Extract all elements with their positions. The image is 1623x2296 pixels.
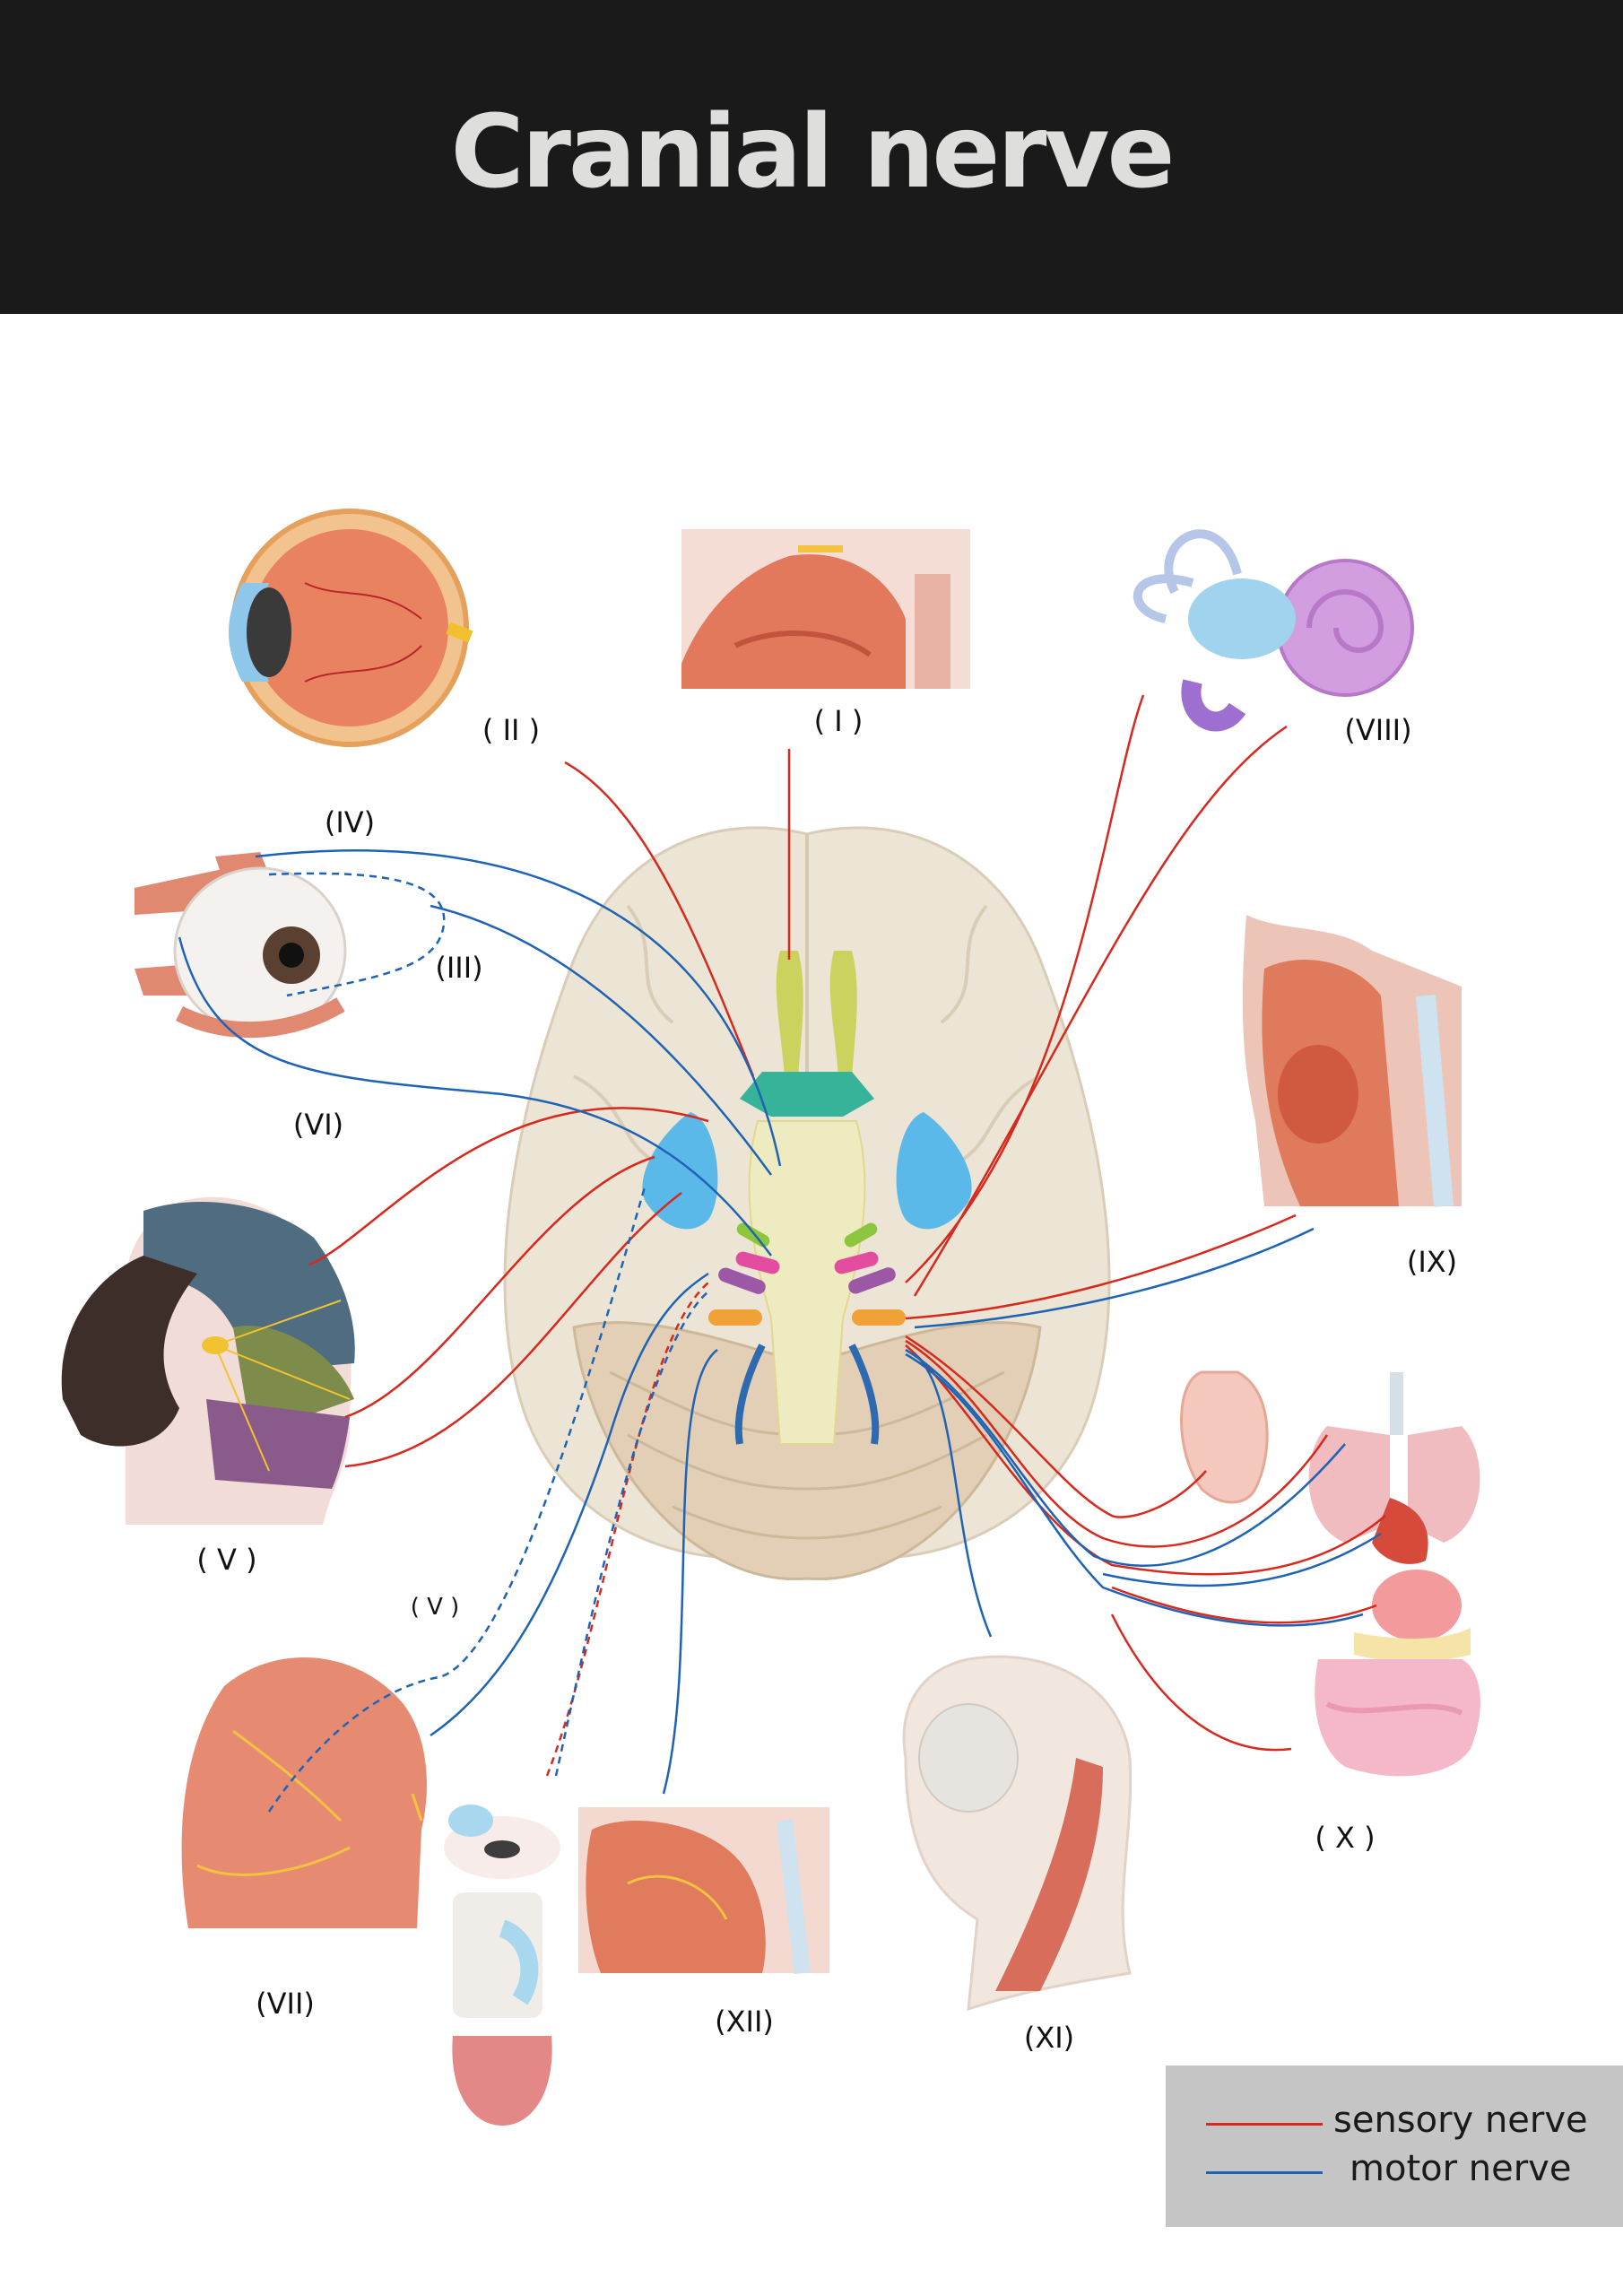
legend-sensory-swatch (1206, 2123, 1323, 2126)
nerve-path-V2 (344, 1155, 655, 1419)
nerve-path-X-motor-2 (1102, 1532, 1382, 1587)
nerve-path-X-motor-3 (905, 1352, 1364, 1627)
sensory-nerve-paths (308, 694, 1386, 1777)
label-VI: (VI) (293, 1108, 343, 1142)
nerve-path-VIII (905, 694, 1145, 1283)
nerve-path-IV (255, 849, 782, 1167)
nerve-path-X-lung (905, 1339, 1329, 1548)
nerve-path-II (564, 761, 755, 1077)
pharynx (1242, 915, 1462, 1207)
nerve-path-V3 (344, 1192, 682, 1468)
face-tongue (444, 1805, 560, 2126)
label-X: ( X ) (1315, 1821, 1375, 1855)
nerve-path-IX (905, 1213, 1297, 1320)
label-XII: (XII) (715, 2005, 774, 2039)
label-VII: (VII) (256, 1987, 315, 2021)
label-II: ( II ) (482, 713, 540, 747)
nerve-labels: ( II ) ( I ) (VIII) (IV) (III) (VI) (IX)… (196, 704, 1457, 2055)
legend: sensory nerve motor nerve (1166, 2066, 1623, 2227)
nerve-path-III-dash (268, 872, 446, 997)
label-V: ( V ) (196, 1543, 256, 1577)
ear-and-organs (1180, 1370, 1480, 1777)
neck-muscles (902, 1655, 1133, 2012)
nerve-path-V1 (308, 1107, 709, 1266)
legend-motor-label: motor nerve (1350, 2148, 1572, 2189)
inner-ear (1133, 529, 1414, 732)
nerve-path-X-ear (905, 1335, 1207, 1518)
legend-motor-swatch (1206, 2171, 1323, 2174)
tongue-section (578, 1807, 829, 1975)
label-XI: (XI) (1024, 2021, 1074, 2055)
legend-sensory-label: sensory nerve (1333, 2100, 1588, 2141)
nerve-path-VIII-b (913, 725, 1288, 1297)
nerve-path-X-motor-1 (905, 1348, 1346, 1567)
nerve-path-IX-motor (914, 1227, 1315, 1329)
nerve-path-VI (178, 936, 772, 1257)
label-IX: (IX) (1407, 1245, 1457, 1279)
label-III: (III) (435, 951, 482, 985)
eye-muscles (135, 852, 347, 1039)
label-VIII: (VIII) (1344, 713, 1411, 747)
page-title: Cranial nerve (450, 94, 1176, 211)
nerve-path-VII-motor (430, 1272, 709, 1737)
nasal-cavity (681, 529, 970, 689)
motor-nerve-paths (178, 849, 1382, 1813)
facial-muscles (181, 1657, 427, 1928)
nerve-path-XI (914, 1353, 993, 1638)
label-V-small: ( V ) (411, 1594, 460, 1621)
nerve-path-III (430, 904, 773, 1176)
face-trigeminal (61, 1196, 355, 1525)
brain-base (503, 826, 1111, 1581)
nerve-path-X-gut (1110, 1613, 1292, 1752)
eyeball-cross-section (229, 509, 473, 747)
nerve-path-X-stomach (1111, 1586, 1377, 1624)
label-I: ( I ) (814, 704, 864, 738)
header-bar (0, 0, 1623, 314)
nerve-path-VII (545, 1282, 709, 1777)
nerve-path-VII-face (554, 1291, 709, 1777)
nerve-path-X-heart (905, 1344, 1386, 1576)
label-IV: (IV) (325, 805, 375, 839)
nerve-path-XII (662, 1349, 718, 1795)
